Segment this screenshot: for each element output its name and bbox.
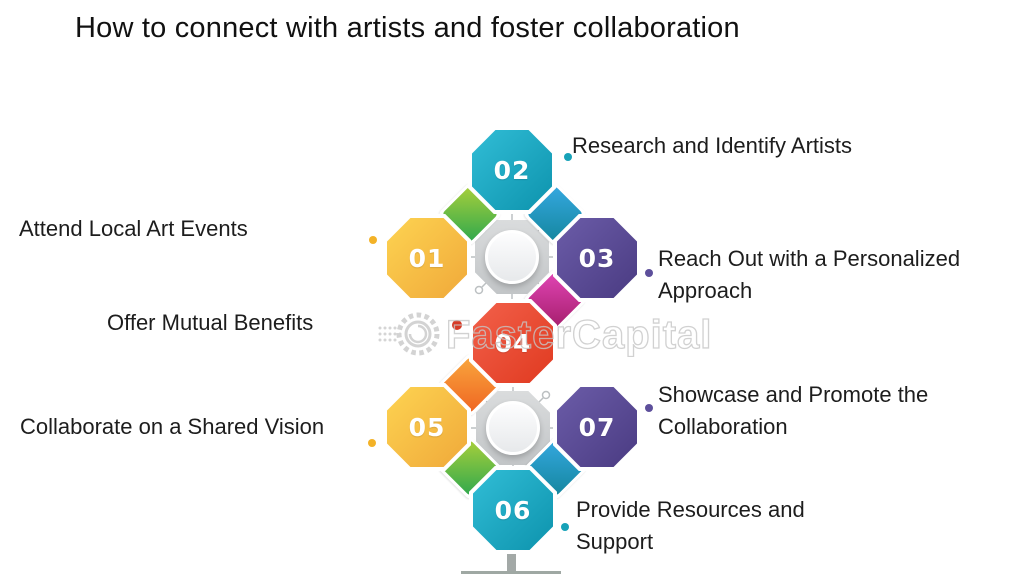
step-octagon-01: 01 bbox=[383, 214, 471, 302]
label-provide: Provide Resources and Support bbox=[576, 497, 805, 554]
purple-connector-dot bbox=[645, 269, 653, 277]
step-octagon-06: 06 bbox=[469, 466, 557, 554]
fastercapital-gear-icon bbox=[378, 312, 440, 356]
label-reach-out: Reach Out with a Personalized Approach bbox=[658, 246, 961, 303]
step-number: 02 bbox=[493, 155, 531, 185]
step-number: 01 bbox=[408, 243, 446, 273]
octagon-shape bbox=[387, 387, 467, 467]
red-accent-dot bbox=[452, 320, 462, 330]
step-number: 03 bbox=[578, 243, 616, 273]
stand-pole bbox=[507, 548, 516, 572]
octagon-shape bbox=[473, 303, 553, 383]
teal-connector-dot bbox=[564, 153, 572, 161]
yellow-connector-dot bbox=[368, 439, 376, 447]
label-attend: Attend Local Art Events bbox=[19, 216, 248, 241]
octagon-shape bbox=[557, 218, 637, 298]
step-octagon-03: 03 bbox=[553, 214, 641, 302]
octagon-shape bbox=[557, 387, 637, 467]
label-collaborate: Collaborate on a Shared Vision bbox=[20, 414, 325, 439]
label-offer: Offer Mutual Benefits bbox=[107, 310, 314, 335]
purple-connector-dot bbox=[645, 404, 653, 412]
yellow-connector-dot bbox=[369, 236, 377, 244]
step-number: 04 bbox=[494, 328, 532, 358]
page-title: How to connect with artists and foster c… bbox=[75, 12, 740, 44]
step-octagon-05: 05 bbox=[383, 383, 471, 471]
label-showcase: Showcase and Promote the Collaboration bbox=[658, 382, 929, 439]
hub-circle bbox=[485, 230, 539, 284]
hub-circle bbox=[486, 401, 540, 455]
step-octagon-07: 07 bbox=[553, 383, 641, 471]
teal-connector-dot bbox=[561, 523, 569, 531]
octagon-shape bbox=[473, 470, 553, 550]
octagon-shape bbox=[387, 218, 467, 298]
step-number: 06 bbox=[494, 495, 532, 525]
label-research: Research and Identify Artists bbox=[572, 133, 853, 158]
step-number: 07 bbox=[578, 412, 616, 442]
hub-bottom bbox=[453, 368, 573, 488]
step-number: 05 bbox=[408, 412, 446, 442]
stand-base bbox=[461, 571, 561, 574]
octagon-shape bbox=[472, 130, 552, 210]
step-octagon-04: 04 bbox=[469, 299, 557, 387]
step-octagon-02: 02 bbox=[468, 126, 556, 214]
